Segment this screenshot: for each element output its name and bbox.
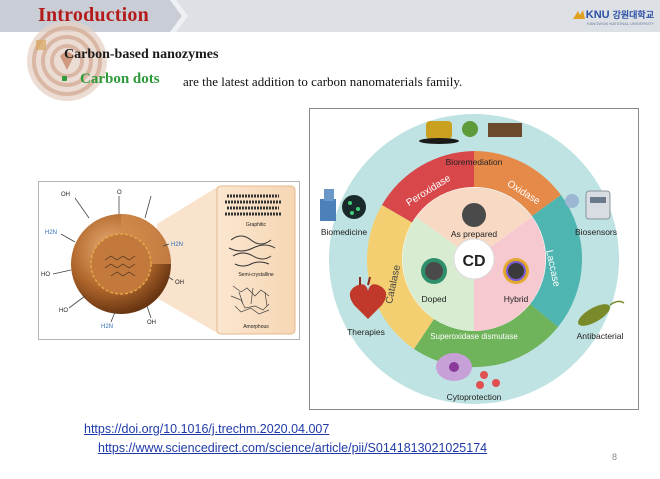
doped-dot-icon	[425, 262, 443, 280]
bullet-marker	[62, 76, 67, 81]
enzyme-label-superoxidase-dismutase: Superoxidase dismutase	[430, 332, 518, 341]
hybrid-dot-icon	[506, 261, 526, 281]
bullet-description: are the latest addition to carbon nanoma…	[183, 74, 463, 89]
page-number: 8	[612, 452, 618, 462]
slide-title: Introduction	[38, 4, 149, 26]
graphitic-lattice-icon	[225, 194, 281, 216]
surface-bonds	[52, 195, 174, 323]
logo-korean-name: 강원대학교	[612, 10, 654, 20]
therapies-icon	[349, 276, 387, 319]
group-label-o: O	[117, 190, 122, 196]
biomedicine-icon	[320, 189, 366, 221]
logo-subtitle: KANGWON NATIONAL UNIVERSITY	[587, 21, 654, 26]
semi-crystalline-lattice-icon	[228, 235, 276, 267]
antibacterial-icon	[578, 300, 625, 326]
application-bioremediation: Bioremediation	[446, 157, 503, 167]
surface-groups: OH O H2N HO HO H2N OH OH H2N	[41, 190, 184, 330]
structure-label-semi-crystalline: Semi-crystalline	[238, 272, 274, 278]
target-watermark-icon	[27, 21, 107, 101]
as-prepared-dot-icon	[462, 203, 486, 227]
group-label-ho-left: HO	[41, 272, 50, 278]
inner-segment-doped: Doped	[421, 294, 446, 304]
university-logo: KNU 강원대학교	[572, 8, 654, 21]
carbon-dot-structure-figure: Graphitic Semi-crystalline Amorphous OH …	[38, 181, 300, 340]
section-heading: Carbon-based nanozymes	[64, 47, 219, 62]
group-label-oh-bottom: OH	[147, 320, 156, 326]
application-biosensors: Biosensors	[575, 227, 617, 237]
inner-segment-hybrid: Hybrid	[504, 294, 529, 304]
structure-label-graphitic: Graphitic	[246, 222, 267, 228]
biosensors-icon	[565, 190, 611, 220]
application-biomedicine: Biomedicine	[321, 227, 368, 237]
knu-emblem-icon	[572, 9, 585, 19]
bioremediation-icon	[419, 121, 522, 144]
logo-mark: KNU	[585, 8, 610, 21]
structure-label-amorphous: Amorphous	[243, 324, 269, 330]
group-label-nh2-right: H2N	[171, 242, 183, 248]
cytoprotection-icon	[436, 353, 500, 389]
enzyme-ring	[367, 151, 583, 368]
group-label-nh2-left: H2N	[45, 230, 57, 236]
application-therapies: Therapies	[347, 327, 385, 337]
inner-segment-as-prepared: As prepared	[451, 229, 498, 239]
reference-link-doi[interactable]: https://doi.org/10.1016/j.trechm.2020.04…	[84, 422, 330, 436]
group-label-oh-right: OH	[175, 280, 184, 286]
application-cytoprotection: Cytoprotection	[447, 392, 502, 402]
carbon-dot-applications-figure: CD As prepared Doped Hybrid Peroxidase O…	[309, 108, 639, 410]
core-lattice-icon	[104, 255, 136, 277]
group-label-oh: OH	[61, 192, 70, 198]
amorphous-network-icon	[230, 285, 270, 315]
group-label-ho-bottom: HO	[59, 308, 68, 314]
carbon-dot-structure-illustration: Graphitic Semi-crystalline Amorphous OH …	[41, 185, 296, 335]
group-label-nh2-bottom: H2N	[101, 324, 113, 330]
application-antibacterial: Antibacterial	[577, 331, 624, 341]
center-label: CD	[462, 253, 485, 270]
applications-wheel: CD As prepared Doped Hybrid Peroxidase O…	[320, 114, 625, 404]
reference-link-sciencedirect[interactable]: https://www.sciencedirect.com/science/ar…	[98, 441, 488, 455]
bullet-term: Carbon dots	[80, 71, 160, 87]
header-chevron-decoration	[0, 0, 188, 32]
